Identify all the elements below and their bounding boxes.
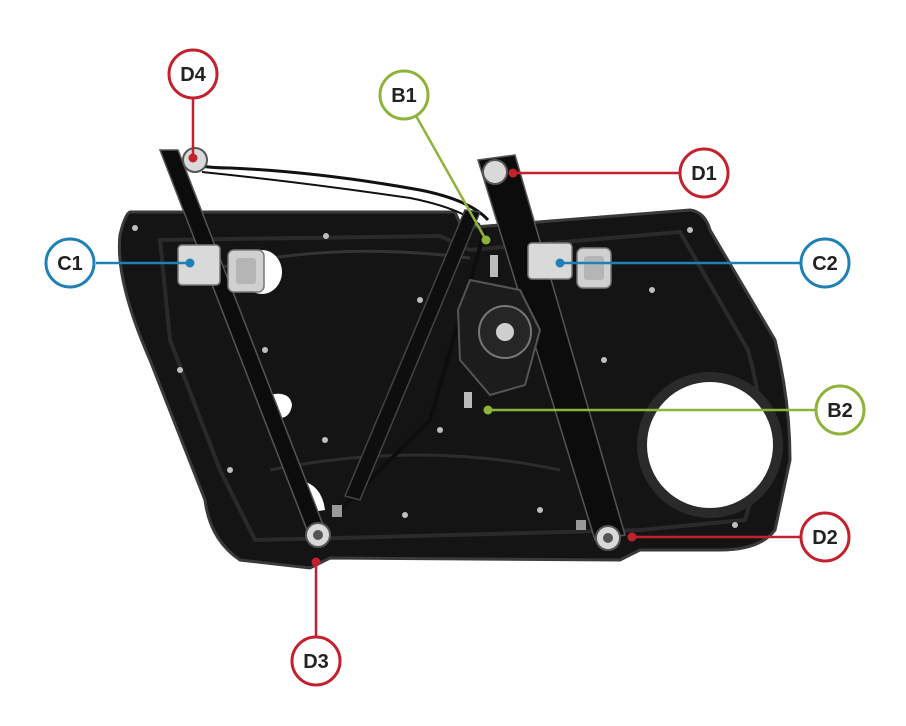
motor-drive-unit <box>332 255 586 530</box>
right-guide-rail <box>477 154 626 551</box>
leader-lines <box>96 98 815 636</box>
leader-b1 <box>413 113 488 241</box>
callout-b2-label: B2 <box>827 400 853 422</box>
callout-d1: D1 <box>678 147 730 199</box>
callout-d2: D2 <box>799 511 851 563</box>
callout-b1: B1 <box>378 69 430 121</box>
callout-c2: C2 <box>799 237 851 289</box>
callout-d3-label: D3 <box>303 651 329 673</box>
right-window-clamp <box>527 242 612 289</box>
callout-b2: B2 <box>814 384 866 436</box>
callout-d4: D4 <box>167 48 219 100</box>
callout-b1-label: B1 <box>391 85 417 107</box>
left-window-clamp <box>177 244 265 293</box>
callout-c2-label: C2 <box>812 253 838 275</box>
callout-d3: D3 <box>290 635 342 687</box>
regulator-cable <box>194 163 490 222</box>
callout-d2-label: D2 <box>812 527 838 549</box>
speaker-cutout <box>637 372 783 518</box>
panel-lower-rib <box>269 453 561 472</box>
mounting-holes <box>132 225 738 528</box>
callout-d4-label: D4 <box>180 64 206 86</box>
leader-dots <box>185 153 637 567</box>
diagonal-brace <box>343 209 482 501</box>
callout-c1-label: C1 <box>57 253 83 275</box>
regulator-cable-2 <box>201 171 481 226</box>
right-top-pulley <box>482 159 508 185</box>
callout-c1: C1 <box>44 237 96 289</box>
callout-d1-label: D1 <box>691 163 717 185</box>
